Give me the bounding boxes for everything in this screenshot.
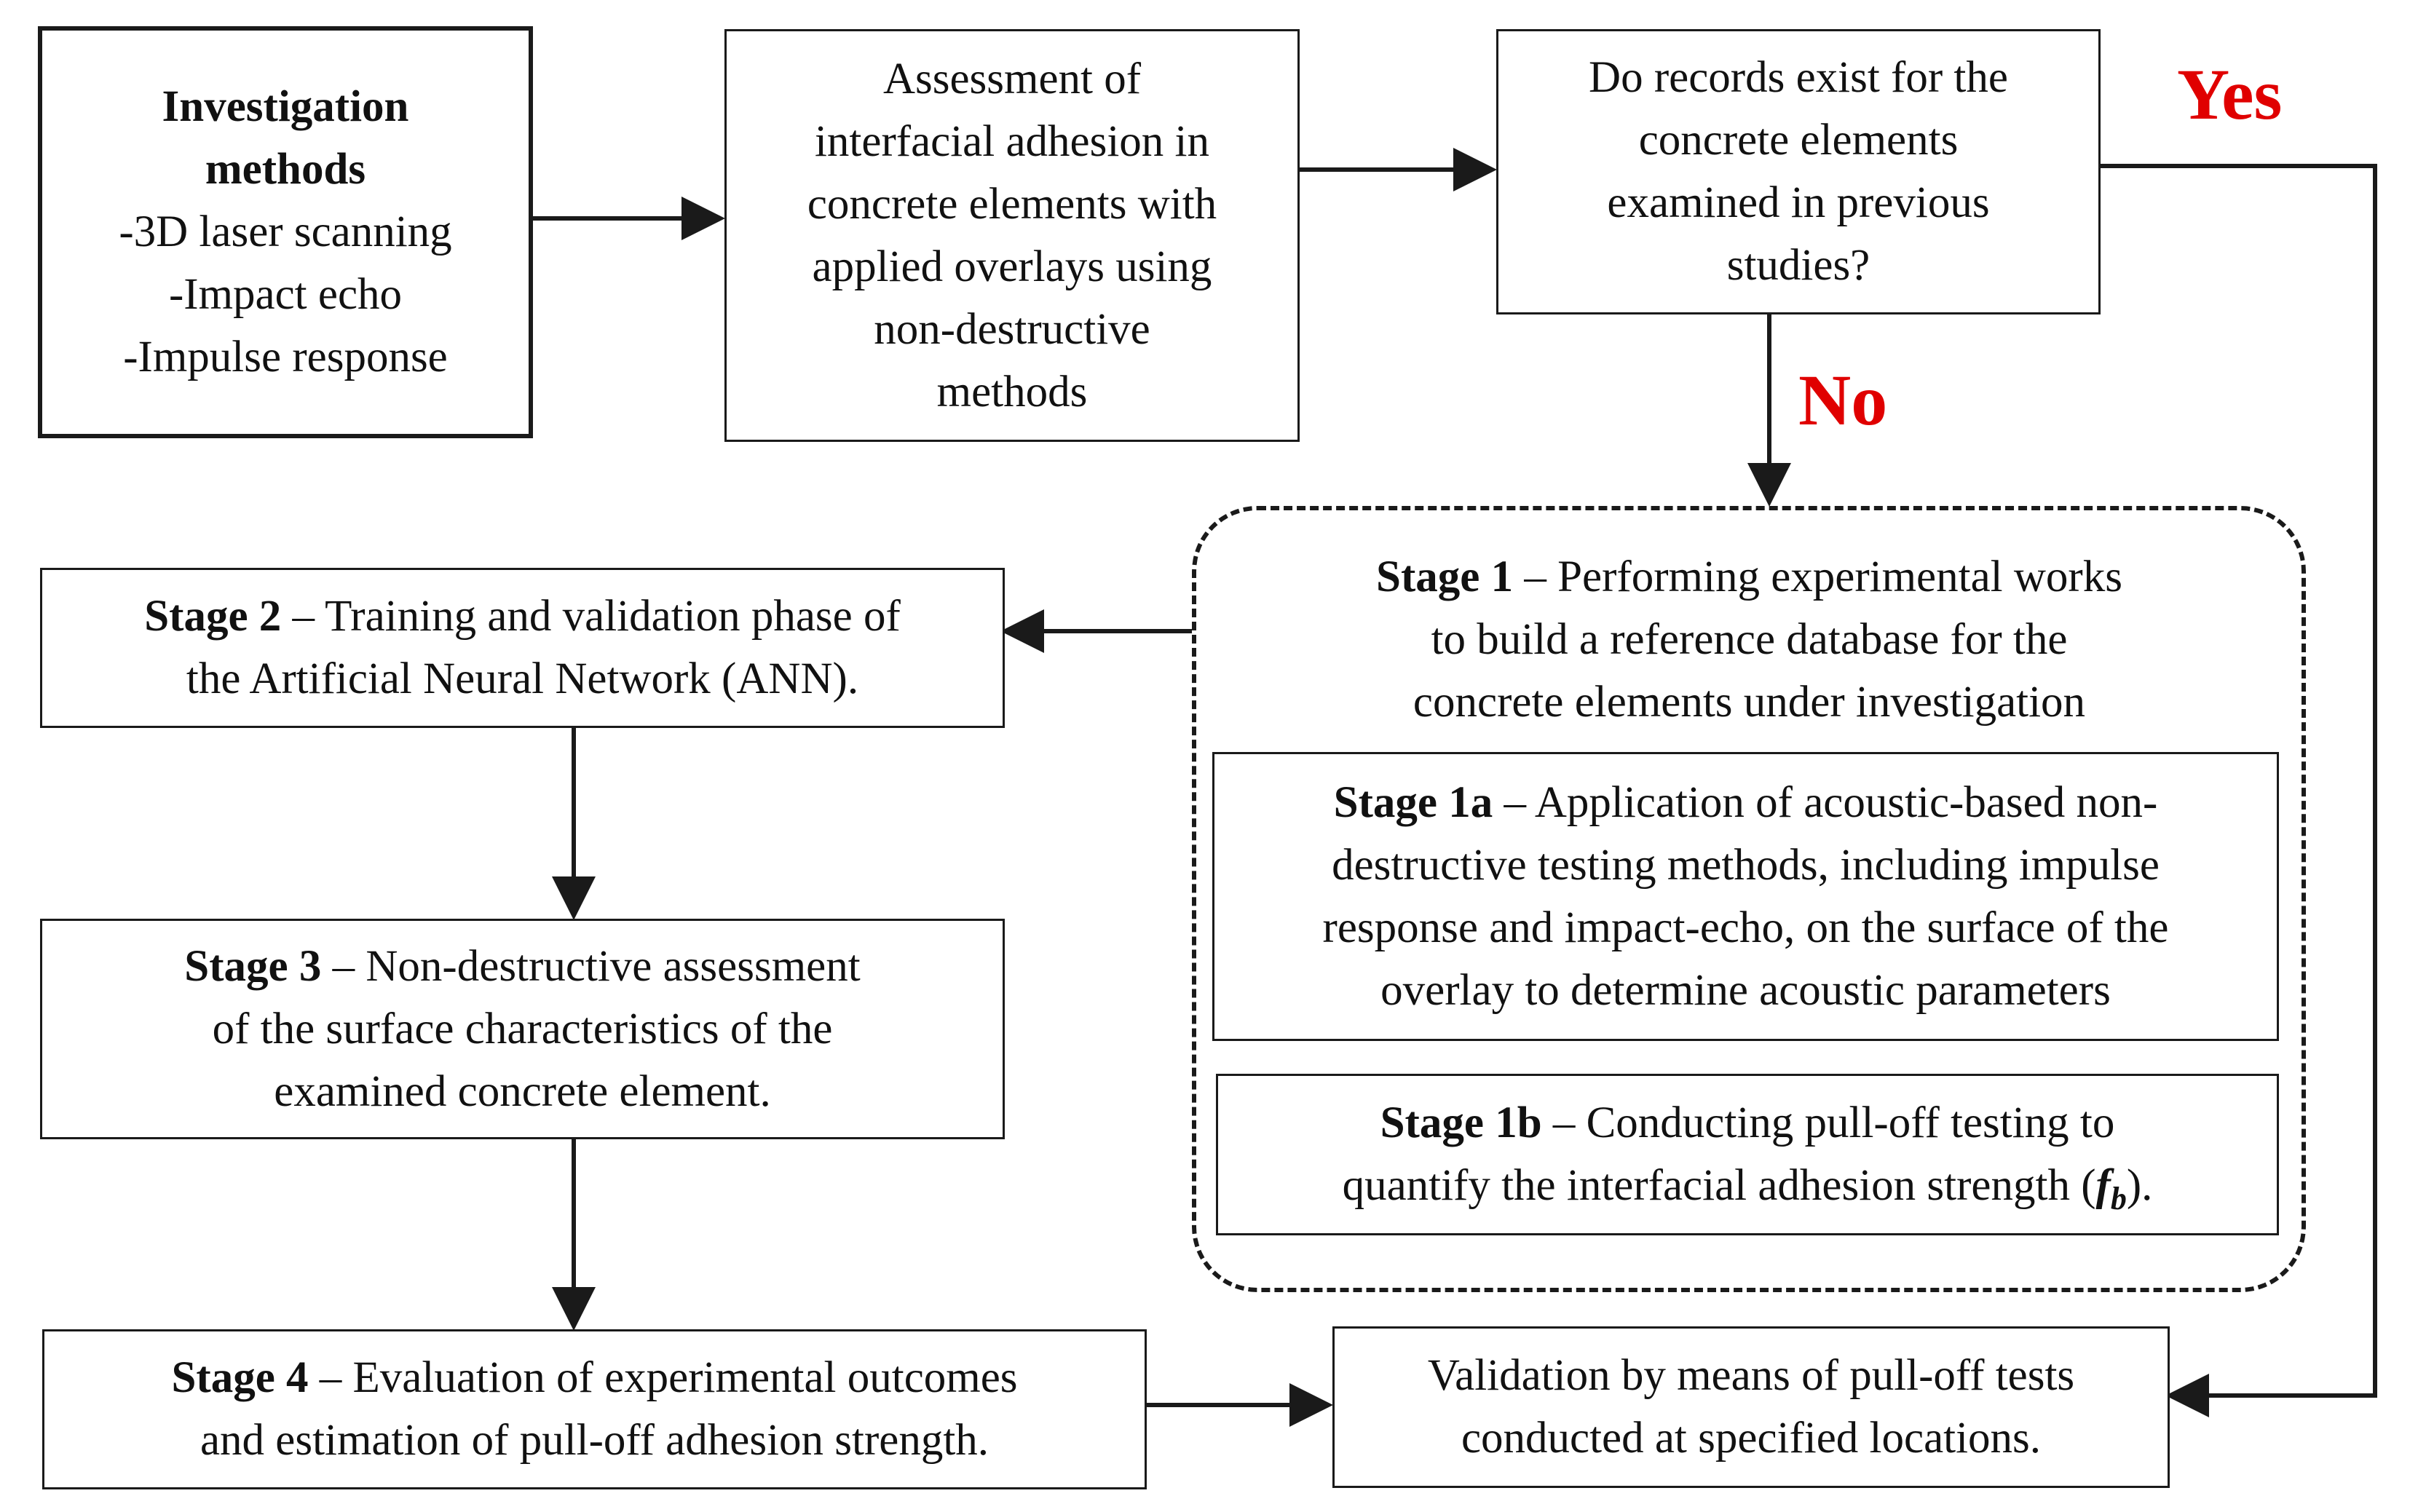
investigation-title-line2: methods — [205, 145, 366, 194]
stage3-text-2: of the surface characteristics of the — [212, 1004, 833, 1053]
assessment-line-1: Assessment of — [882, 54, 1142, 103]
stage1-heading: Stage 1 – Performing experimental works … — [1209, 546, 2290, 734]
stage2-label: Stage 2 — [144, 592, 282, 641]
assessment-line-6: methods — [936, 367, 1088, 416]
stage3-text-1: – Non-destructive assessment — [321, 941, 861, 991]
stage2-text-2: the Artificial Neural Network (ANN). — [186, 654, 859, 703]
stage3-text-3: examined concrete element. — [274, 1066, 771, 1116]
stage1a-text-3: response and impact-echo, on the surface… — [1322, 903, 2169, 952]
question-line-3: examined in previous — [1607, 178, 1990, 227]
stage1b-text-1: – Conducting pull-off testing to — [1541, 1099, 2115, 1147]
stage1-text-2: to build a reference database for the — [1431, 615, 2068, 664]
stage1a-box: Stage 1a – Application of acoustic-based… — [1212, 752, 2279, 1041]
question-line-2: concrete elements — [1638, 116, 1959, 165]
stage1a-label: Stage 1a — [1333, 777, 1493, 827]
assessment-line-3: concrete elements with — [807, 179, 1217, 229]
stage1-group — [1192, 506, 2306, 1292]
stage1-text-3: concrete elements under investigation — [1413, 678, 2086, 727]
stage3-label: Stage 3 — [184, 941, 322, 991]
validation-box: Validation by means of pull-off tests co… — [1332, 1326, 2170, 1488]
stage1b-symbol-sub: b — [2110, 1181, 2127, 1217]
stage2-box: Stage 2 – Training and validation phase … — [40, 568, 1005, 728]
stage4-text-2: and estimation of pull-off adhesion stre… — [199, 1416, 989, 1465]
stage2-text-1: – Training and validation phase of — [281, 592, 901, 641]
records-question-box: Do records exist for the concrete elemen… — [1496, 29, 2101, 314]
yes-label: Yes — [2177, 54, 2283, 135]
arrow-yes-to-validation — [2101, 164, 2377, 1417]
investigation-title-line1: Investigation — [162, 82, 409, 131]
question-line-1: Do records exist for the — [1589, 53, 2008, 102]
assessment-box: Assessment of interfacial adhesion in co… — [724, 29, 1300, 442]
validation-line-2: conducted at specified locations. — [1461, 1414, 2042, 1462]
validation-line-1: Validation by means of pull-off tests — [1427, 1351, 2075, 1400]
assessment-line-4: applied overlays using — [812, 242, 1212, 291]
investigation-item-impact-echo: -Impact echo — [168, 270, 403, 319]
investigation-item-impulse-response: -Impulse response — [123, 333, 448, 381]
stage3-box: Stage 3 – Non-destructive assessment of … — [40, 919, 1005, 1139]
stage1a-text-1: – Application of acoustic-based non- — [1493, 777, 2158, 827]
stage1-label: Stage 1 — [1376, 553, 1514, 601]
stage1-text-1: – Performing experimental works — [1513, 553, 2122, 601]
stage4-box: Stage 4 – Evaluation of experimental out… — [42, 1329, 1147, 1489]
investigation-item-3d-laser: -3D laser scanning — [119, 207, 452, 256]
stage1b-text-2: quantify the interfacial adhesion streng… — [1342, 1161, 2096, 1210]
stage1b-symbol: f — [2095, 1161, 2111, 1210]
assessment-line-5: non-destructive — [874, 304, 1150, 354]
investigation-methods-box: Investigation methods -3D laser scanning… — [38, 26, 533, 438]
question-line-4: studies? — [1726, 241, 1870, 290]
stage1b-text-suffix: ). — [2126, 1161, 2153, 1210]
stage4-text-1: – Evaluation of experimental outcomes — [308, 1353, 1018, 1402]
no-label: No — [1798, 360, 1888, 440]
stage1b-label: Stage 1b — [1380, 1099, 1542, 1147]
stage1a-text-2: destructive testing methods, including i… — [1332, 840, 2160, 890]
stage1b-box: Stage 1b – Conducting pull-off testing t… — [1216, 1074, 2279, 1235]
assessment-line-2: interfacial adhesion in — [814, 116, 1209, 166]
stage4-label: Stage 4 — [171, 1353, 309, 1402]
stage1a-text-4: overlay to determine acoustic parameters — [1380, 965, 2111, 1015]
